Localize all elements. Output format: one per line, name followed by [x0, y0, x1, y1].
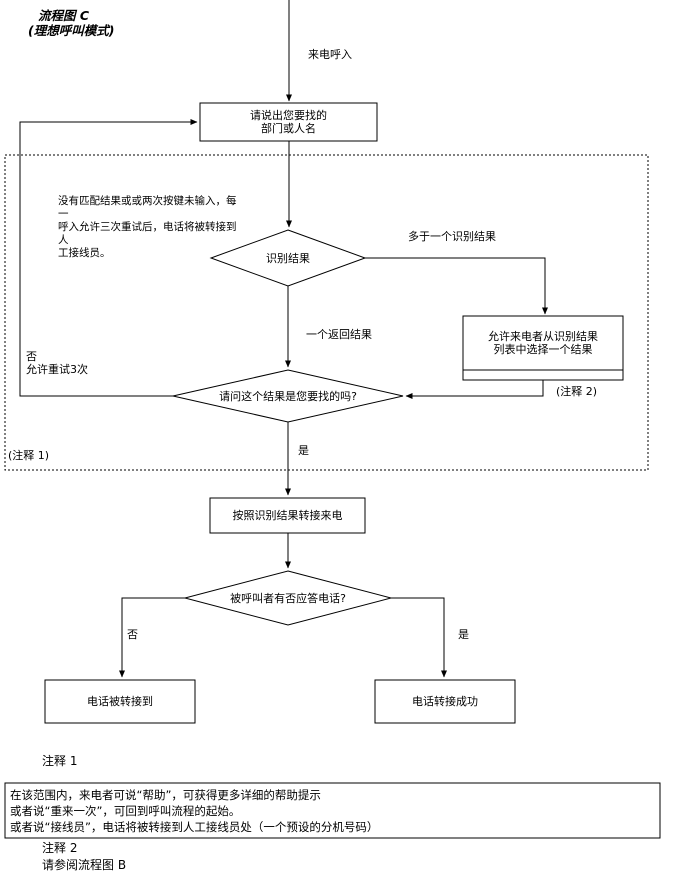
multi-result-label: 多于一个识别结果	[408, 230, 496, 243]
transferred-box-label: 电话被转接到	[87, 695, 153, 708]
answer-no-label: 否	[127, 628, 138, 641]
note1-box-shape	[4, 782, 661, 839]
connector-retry-loop	[19, 119, 198, 397]
transfer-box-label: 按照识别结果转接来电	[232, 509, 343, 522]
connector-choose-to-confirm	[405, 380, 544, 399]
choose-box-label: 允许来电者从识别结果 列表中选择一个结果	[488, 330, 598, 356]
page-title-line2: (理想呼叫模式)	[28, 23, 115, 38]
no-match-annotation: 没有匹配结果或或两次按键未输入，每一 呼入允许三次重试后，电话将被转接到人 工接…	[58, 195, 237, 259]
transfer-box-shape	[209, 497, 366, 534]
connector-recognize-to-choose	[365, 257, 548, 315]
connector-answer-yes	[391, 597, 447, 678]
confirm-diamond-label: 请问这个结果是您要找的吗?	[219, 389, 357, 403]
recognize-diamond-shape	[209, 229, 367, 287]
incoming-call-label: 来电呼入	[308, 48, 352, 61]
retry-no-label: 否 允许重试3次	[26, 350, 88, 376]
note1-dotted-region	[4, 154, 649, 471]
note1-reference: (注释 1)	[8, 449, 50, 462]
note2-body: 请参阅流程图 B	[42, 858, 127, 872]
answer-diamond-shape	[183, 570, 393, 626]
success-box-shape	[374, 679, 516, 724]
recognize-diamond-label: 识别结果	[266, 251, 310, 265]
one-result-label: 一个返回结果	[306, 328, 372, 341]
confirm-yes-label: 是	[298, 444, 309, 457]
connector-answer-no	[119, 597, 185, 678]
note2-title: 注释 2	[42, 841, 78, 855]
choose-box-shape	[462, 315, 624, 381]
answer-yes-label: 是	[458, 628, 469, 641]
note1-body: 在该范围内，来电者可说“帮助”，可获得更多详细的帮助提示 或者说“重来一次”，可…	[10, 788, 379, 834]
ask-box-shape	[199, 102, 378, 142]
ask-box-label: 请说出您要找的 部门或人名	[250, 109, 327, 135]
page-title-line1: 流程图 C	[38, 8, 90, 23]
answer-diamond-label: 被呼叫者有否应答电话?	[230, 591, 346, 605]
note2-reference: (注释 2)	[556, 385, 598, 398]
note1-title: 注释 1	[42, 754, 78, 768]
success-box-label: 电话转接成功	[412, 695, 478, 708]
transferred-box-shape	[44, 679, 196, 724]
confirm-diamond-shape	[172, 369, 404, 423]
